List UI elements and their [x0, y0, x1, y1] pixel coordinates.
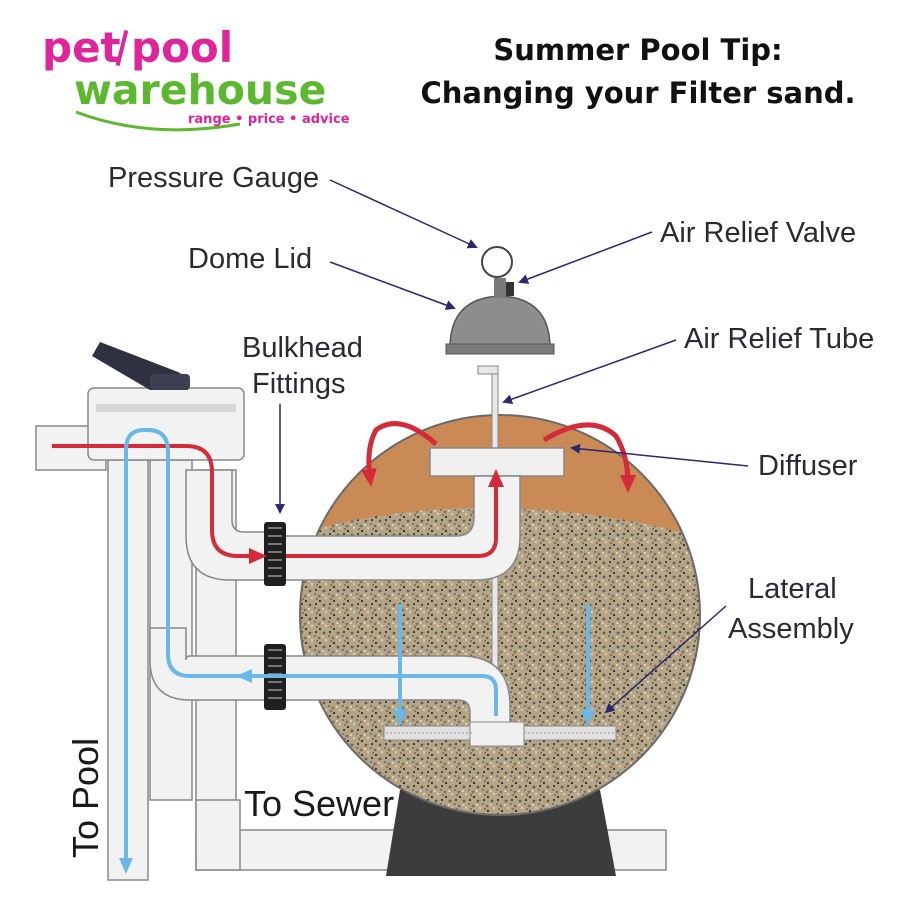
tank-stand: [386, 790, 616, 876]
diffuser-leader: [570, 443, 749, 467]
diffuser-right-arrow: [542, 422, 636, 493]
logo-swoosh: [75, 110, 241, 132]
logo: pet pool warehouse range • price • advic…: [42, 23, 350, 132]
logo-tagline: range • price • advice: [188, 112, 350, 127]
label-to-pool: To Pool: [65, 738, 106, 858]
bulkhead-fittings: [264, 522, 286, 710]
label-air-relief-valve: Air Relief Valve: [660, 217, 856, 249]
inflow-arrow-2: [286, 469, 504, 558]
lateral-leader: [604, 605, 727, 714]
logo-pet: pet: [42, 23, 121, 72]
air-relief-valve-leader: [518, 231, 653, 284]
diffuser-left-arrow: [360, 421, 438, 487]
valve-handle: [92, 342, 190, 390]
air-relief-tube-leader: [502, 339, 677, 404]
label-bulkhead-line2: Fittings: [252, 368, 345, 400]
pressure-gauge: [481, 246, 513, 298]
label-lateral-line1: Lateral: [748, 573, 837, 605]
dome-lid-leader: [329, 261, 456, 310]
header-title-line2: Changing your Filter sand.: [420, 76, 855, 110]
header-title-line1: Summer Pool Tip:: [493, 33, 782, 67]
label-pressure-gauge: Pressure Gauge: [108, 162, 319, 194]
dome-lid: [445, 295, 555, 355]
sand-bed: [300, 507, 700, 815]
logo-pool: pool: [131, 23, 233, 72]
sewer-elbow: [195, 799, 241, 871]
lateral-assembly: [383, 721, 617, 747]
outflow-to-pool-arrow: [119, 428, 264, 874]
label-air-relief-tube: Air Relief Tube: [684, 323, 874, 355]
label-diffuser: Diffuser: [758, 450, 858, 482]
pressure-gauge-leader: [329, 179, 478, 249]
inflow-arrow-1: [52, 444, 267, 564]
label-bulkhead-line1: Bulkhead: [242, 332, 363, 364]
diffuser: [429, 447, 565, 477]
air-relief-valve: [504, 282, 514, 296]
outflow-path: [119, 428, 595, 874]
label-to-sewer: To Sewer: [244, 783, 394, 824]
logo-warehouse: warehouse: [74, 66, 326, 114]
upper-elbow-pipe: [185, 469, 271, 581]
label-lateral-line2: Assembly: [728, 613, 854, 645]
logo-slash: [115, 30, 129, 66]
inflow-path: [52, 421, 636, 564]
label-dome-lid: Dome Lid: [188, 243, 312, 275]
outflow-arrow-1: [236, 669, 498, 716]
